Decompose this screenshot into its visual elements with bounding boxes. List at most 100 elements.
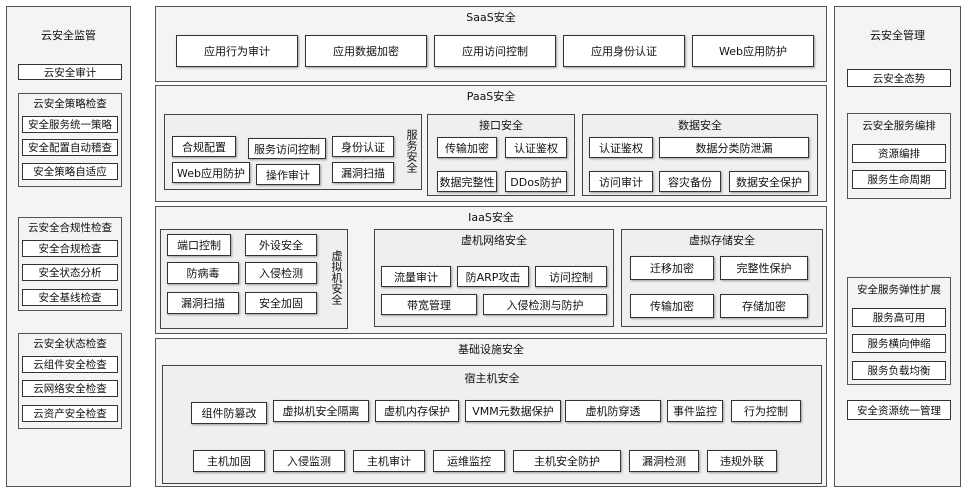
vm-item-0: 端口控制 [167, 234, 231, 256]
service-security-group: 合规配置 服务访问控制 身份认证 Web应用防护 操作审计 漏洞扫描 服务安全 [164, 114, 422, 190]
saas-item-2: 应用访问控制 [434, 35, 556, 67]
vm-security-label: 虚拟机安全 [330, 250, 343, 305]
service-security-label: 服务安全 [405, 129, 418, 173]
compliance-check-header: 云安全合规性检查 [28, 222, 112, 234]
iaas-security-layer: IaaS安全 端口控制 外设安全 防病毒 入侵检测 漏洞扫描 安全加固 虚拟机安… [155, 206, 827, 334]
host-row1-item-4: 虚机防穿透 [565, 400, 661, 422]
right-panel-cloud-management: 云安全管理 云安全态势 云安全服务编排 资源编排 服务生命周期 安全服务弹性扩展… [834, 6, 961, 487]
elastic-item-2: 服务负载均衡 [852, 361, 946, 380]
vm-item-1: 外设安全 [245, 234, 317, 256]
host-row2-item-2: 主机审计 [353, 450, 425, 472]
storage-item-2: 传输加密 [630, 294, 714, 318]
host-row1-item-3: VMM元数据保护 [465, 400, 561, 422]
data-security-title: 数据安全 [678, 119, 722, 132]
data-item-0: 认证鉴权 [589, 137, 653, 158]
policy-item-0: 安全服务统一策略 [22, 116, 118, 133]
elastic-scaling-group: 安全服务弹性扩展 服务高可用 服务横向伸缩 服务负载均衡 [847, 277, 951, 385]
orchestration-item-1: 服务生命周期 [852, 170, 946, 189]
orchestration-item-0: 资源编排 [852, 144, 946, 163]
paas-security-layer: PaaS安全 合规配置 服务访问控制 身份认证 Web应用防护 操作审计 漏洞扫… [155, 85, 827, 202]
left-panel-cloud-supervision: 云安全监管 云安全审计 云安全策略检查 安全服务统一策略 安全配置自动稽查 安全… [6, 6, 131, 487]
policy-check-group: 云安全策略检查 安全服务统一策略 安全配置自动稽查 安全策略自适应 [18, 93, 122, 187]
host-row2-item-5: 漏洞检测 [629, 450, 699, 472]
interface-item-2: 数据完整性 [437, 171, 497, 192]
service-item-0: 合规配置 [172, 136, 236, 157]
data-item-2: 访问审计 [589, 171, 653, 192]
service-item-3: Web应用防护 [172, 162, 250, 183]
infra-title: 基础设施安全 [458, 343, 524, 356]
data-security-group: 数据安全 认证鉴权 数据分类防泄漏 访问审计 容灾备份 数据安全保护 [582, 114, 818, 196]
compliance-item-1: 安全状态分析 [22, 264, 118, 281]
elastic-item-1: 服务横向伸缩 [852, 334, 946, 353]
unified-management-item: 安全资源统一管理 [847, 400, 951, 420]
host-row1-item-6: 行为控制 [731, 400, 801, 422]
elastic-scaling-header: 安全服务弹性扩展 [857, 284, 941, 296]
net-item-0: 流量审计 [381, 266, 451, 287]
status-check-header: 云安全状态检查 [33, 338, 107, 350]
host-row1-item-2: 虚机内存保护 [375, 400, 459, 422]
vm-item-5: 安全加固 [245, 292, 317, 314]
data-item-3: 容灾备份 [659, 171, 721, 192]
saas-item-0: 应用行为审计 [176, 35, 298, 67]
host-row2-item-3: 运维监控 [433, 450, 505, 472]
left-panel-title: 云安全监管 [41, 29, 96, 42]
host-row2-item-4: 主机安全防护 [513, 450, 621, 472]
orchestration-header: 云安全服务编排 [862, 120, 936, 132]
compliance-item-0: 安全合规检查 [22, 240, 118, 257]
status-item-0: 云组件安全检查 [22, 356, 118, 373]
vm-item-2: 防病毒 [167, 262, 239, 284]
compliance-check-group: 云安全合规性检查 安全合规检查 安全状态分析 安全基线检查 [18, 217, 122, 311]
compliance-item-2: 安全基线检查 [22, 289, 118, 306]
storage-item-1: 完整性保护 [720, 256, 808, 280]
service-item-4: 操作审计 [256, 164, 320, 185]
vm-network-security-group: 虚机网络安全 流量审计 防ARP攻击 访问控制 带宽管理 入侵检测与防护 [374, 229, 614, 327]
policy-item-2: 安全策略自适应 [22, 163, 118, 180]
right-panel-title: 云安全管理 [870, 29, 925, 42]
paas-title: PaaS安全 [466, 90, 516, 103]
infrastructure-security-layer: 基础设施安全 宿主机安全 组件防篡改 虚拟机安全隔离 虚机内存保护 VMM元数据… [155, 338, 827, 487]
net-item-2: 访问控制 [535, 266, 607, 287]
vm-storage-title: 虚拟存储安全 [689, 234, 755, 247]
elastic-item-0: 服务高可用 [852, 308, 946, 327]
status-item-1: 云网络安全检查 [22, 380, 118, 397]
audit-item: 云安全审计 [18, 64, 122, 80]
saas-item-4: Web应用防护 [692, 35, 814, 67]
host-security-group: 宿主机安全 组件防篡改 虚拟机安全隔离 虚机内存保护 VMM元数据保护 虚机防穿… [162, 365, 822, 484]
status-item-2: 云资产安全检查 [22, 405, 118, 422]
saas-title: SaaS安全 [466, 11, 516, 24]
vm-item-4: 漏洞扫描 [167, 292, 239, 314]
host-security-title: 宿主机安全 [464, 372, 520, 385]
policy-item-1: 安全配置自动稽查 [22, 139, 118, 156]
net-item-3: 带宽管理 [381, 294, 477, 315]
saas-item-3: 应用身份认证 [563, 35, 685, 67]
vm-security-group: 端口控制 外设安全 防病毒 入侵检测 漏洞扫描 安全加固 虚拟机安全 [160, 229, 348, 329]
interface-item-3: DDos防护 [505, 171, 567, 192]
interface-item-0: 传输加密 [437, 137, 497, 158]
data-item-1: 数据分类防泄漏 [659, 137, 809, 158]
data-item-4: 数据安全保护 [729, 171, 809, 192]
policy-check-header: 云安全策略检查 [33, 98, 107, 110]
host-row2-item-1: 入侵监测 [273, 450, 345, 472]
host-row1-item-1: 虚拟机安全隔离 [273, 400, 369, 422]
interface-item-1: 认证鉴权 [505, 137, 567, 158]
interface-security-title: 接口安全 [479, 119, 523, 132]
iaas-title: IaaS安全 [468, 211, 514, 224]
posture-item: 云安全态势 [847, 69, 951, 87]
service-item-2: 身份认证 [332, 136, 394, 157]
saas-item-1: 应用数据加密 [305, 35, 427, 67]
host-row2-item-0: 主机加固 [193, 450, 265, 472]
host-row1-item-5: 事件监控 [667, 400, 723, 422]
vm-network-title: 虚机网络安全 [461, 234, 527, 247]
service-item-1: 服务访问控制 [248, 138, 326, 159]
interface-security-group: 接口安全 传输加密 认证鉴权 数据完整性 DDos防护 [427, 114, 575, 196]
storage-item-0: 迁移加密 [630, 256, 714, 280]
saas-security-layer: SaaS安全 应用行为审计 应用数据加密 应用访问控制 应用身份认证 Web应用… [155, 6, 827, 82]
service-item-5: 漏洞扫描 [332, 162, 394, 183]
net-item-4: 入侵检测与防护 [483, 294, 607, 315]
vm-item-3: 入侵检测 [245, 262, 317, 284]
host-row1-item-0: 组件防篡改 [191, 402, 267, 424]
host-row2-item-6: 违规外联 [707, 450, 777, 472]
orchestration-group: 云安全服务编排 资源编排 服务生命周期 [847, 113, 951, 199]
net-item-1: 防ARP攻击 [457, 266, 529, 287]
storage-item-3: 存储加密 [720, 294, 808, 318]
